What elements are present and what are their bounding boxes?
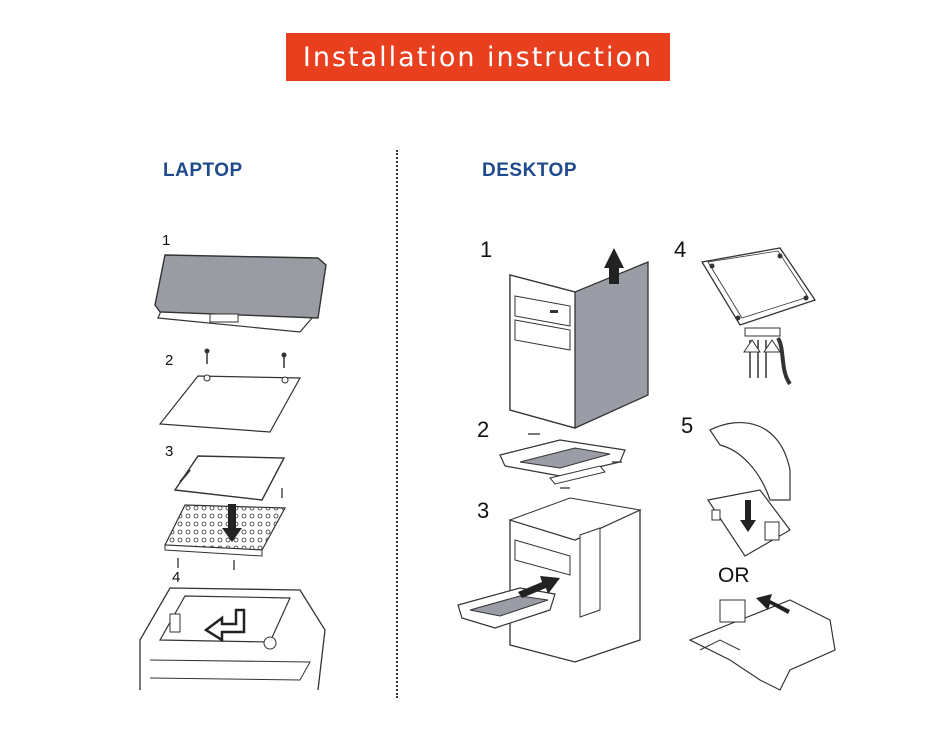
motherboard-connection	[707, 421, 791, 557]
laptop-cover-plate	[158, 374, 302, 433]
right-arrow-icon	[518, 576, 560, 598]
desktop-tower-case	[509, 261, 649, 429]
desktop-hard-drive	[700, 247, 817, 337]
laptop-bottom-illustration	[154, 254, 327, 333]
desktop-step-3-label: 3	[477, 498, 490, 523]
page-title: Installation instruction	[302, 41, 654, 73]
desktop-mounting-bracket	[499, 439, 626, 485]
desktop-heading: DESKTOP	[482, 160, 578, 181]
laptop-step-1-label: 1	[162, 232, 171, 249]
section-divider	[396, 150, 398, 698]
up-arrow-icon	[604, 248, 624, 284]
laptop-drive-caddy	[164, 504, 286, 557]
laptop-step-2-label: 2	[165, 352, 174, 369]
down-arrow-icon	[740, 500, 756, 532]
desktop-ssd-bracket	[457, 587, 556, 629]
laptop-heading: LAPTOP	[163, 160, 243, 181]
sata-cable-icon	[743, 336, 792, 386]
hand-plug-illustration	[688, 599, 836, 691]
desktop-step-1-label: 1	[480, 237, 493, 262]
screw-icon	[528, 433, 622, 489]
or-label: OR	[718, 564, 750, 587]
desktop-open-case	[508, 497, 642, 663]
down-arrow-icon	[222, 504, 242, 542]
laptop-ssd-drive	[173, 455, 286, 501]
title-banner: Installation instruction	[286, 33, 670, 81]
laptop-drive-bay	[139, 587, 326, 691]
desktop-step-2-label: 2	[477, 417, 490, 442]
left-arrow-icon	[756, 594, 790, 614]
laptop-step-4-label: 4	[172, 569, 181, 586]
screw-icon	[204, 348, 287, 368]
desktop-step-5-label: 5	[681, 413, 694, 438]
desktop-step-4-label: 4	[674, 237, 687, 262]
screw-icon	[177, 488, 283, 570]
insert-arrow-icon	[203, 608, 246, 643]
laptop-step-3-label: 3	[165, 443, 174, 460]
